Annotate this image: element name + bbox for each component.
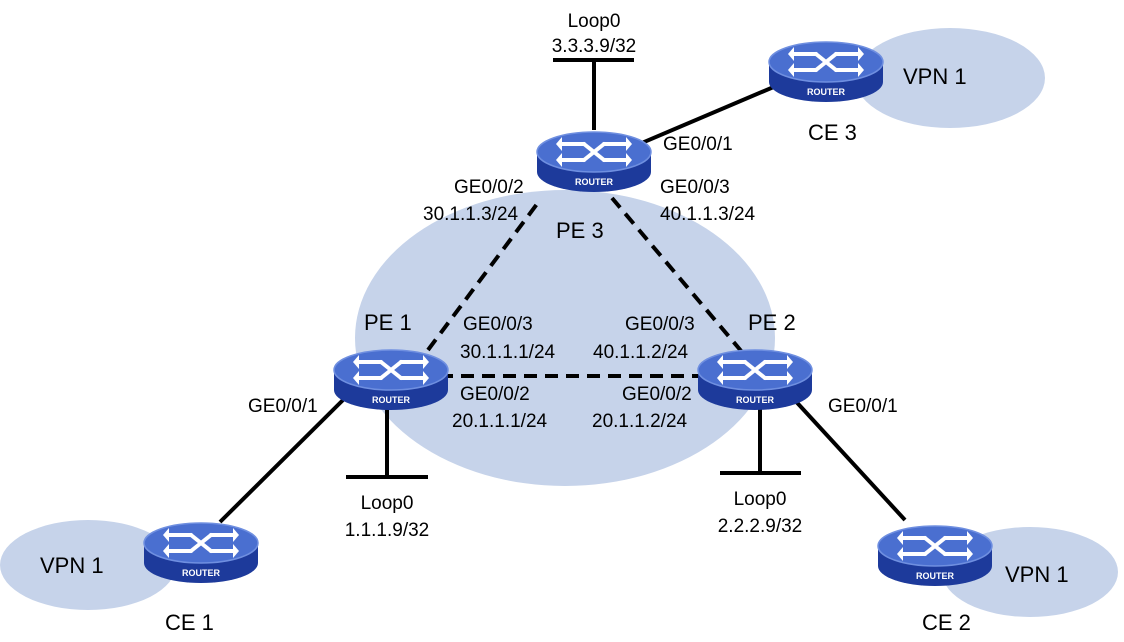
router-pe2[interactable]: ROUTER: [696, 348, 814, 412]
router-ce3[interactable]: ROUTER: [767, 40, 885, 104]
router-badge: ROUTER: [372, 395, 411, 405]
loopback-ip-pe3: 3.3.3.9/32: [552, 36, 637, 57]
router-pe3[interactable]: ROUTER: [535, 130, 653, 194]
router-name-pe1: PE 1: [364, 310, 412, 335]
vpn-cloud-ce1: [0, 520, 176, 610]
loopback-name-pe1: Loop0: [361, 493, 414, 514]
router-ce1[interactable]: ROUTER: [142, 521, 260, 585]
router-name-ce3: CE 3: [808, 120, 857, 145]
iface-port-pe1-ce: GE0/0/1: [248, 396, 318, 417]
iface-port-pe1-pe2: GE0/0/2: [460, 384, 530, 405]
iface-port-pe3-pe1: GE0/0/2: [454, 177, 524, 198]
iface-ip-pe1-pe2: 20.1.1.1/24: [452, 411, 548, 432]
iface-ip-pe2-pe3: 40.1.1.2/24: [593, 342, 689, 363]
vpn-cloud-ce3: [855, 28, 1045, 128]
loopback-pe1: [346, 405, 428, 479]
loopback-pe3: [553, 58, 634, 130]
iface-port-pe1-pe3: GE0/0/3: [463, 314, 533, 335]
iface-port-pe2-ce: GE0/0/1: [828, 396, 898, 417]
loopback-name-pe2: Loop0: [734, 489, 787, 510]
router-ce2[interactable]: ROUTER: [876, 524, 994, 588]
link-pe2-ce2: [788, 393, 907, 522]
iface-port-pe2-pe1: GE0/0/2: [622, 384, 692, 405]
loopback-pe2: [720, 405, 801, 475]
router-name-ce1: CE 1: [165, 610, 214, 635]
iface-ip-pe3-pe2: 40.1.1.3/24: [660, 204, 756, 225]
router-name-pe3: PE 3: [556, 218, 604, 243]
loopback-ip-pe1: 1.1.1.9/32: [345, 520, 430, 541]
router-badge: ROUTER: [916, 571, 955, 581]
link-pe1-pe3: [426, 198, 542, 352]
router-badge: ROUTER: [575, 177, 614, 187]
router-name-pe2: PE 2: [748, 310, 796, 335]
iface-ip-pe2-pe1: 20.1.1.2/24: [592, 411, 688, 432]
router-badge: ROUTER: [807, 87, 846, 97]
router-badge: ROUTER: [736, 395, 775, 405]
link-pe3-ce3: [629, 78, 791, 150]
loopback-name-pe3: Loop0: [568, 11, 621, 32]
iface-ip-pe3-pe1: 30.1.1.3/24: [423, 204, 519, 225]
iface-port-pe3-ce: GE0/0/1: [663, 134, 733, 155]
iface-port-pe3-pe2: GE0/0/3: [660, 177, 730, 198]
link-pe1-ce1: [218, 398, 345, 524]
iface-ip-pe1-pe3: 30.1.1.1/24: [460, 342, 556, 363]
link-pe2-pe3: [610, 196, 744, 354]
vpn-label-ce1: VPN 1: [40, 553, 104, 578]
loopback-ip-pe2: 2.2.2.9/32: [718, 516, 803, 537]
iface-port-pe2-pe3: GE0/0/3: [625, 314, 695, 335]
vpn-label-ce2: VPN 1: [1005, 562, 1069, 587]
router-name-ce2: CE 2: [922, 610, 971, 635]
router-pe1[interactable]: ROUTER: [332, 348, 450, 412]
router-badge: ROUTER: [182, 568, 221, 578]
vpn-label-ce3: VPN 1: [903, 64, 967, 89]
